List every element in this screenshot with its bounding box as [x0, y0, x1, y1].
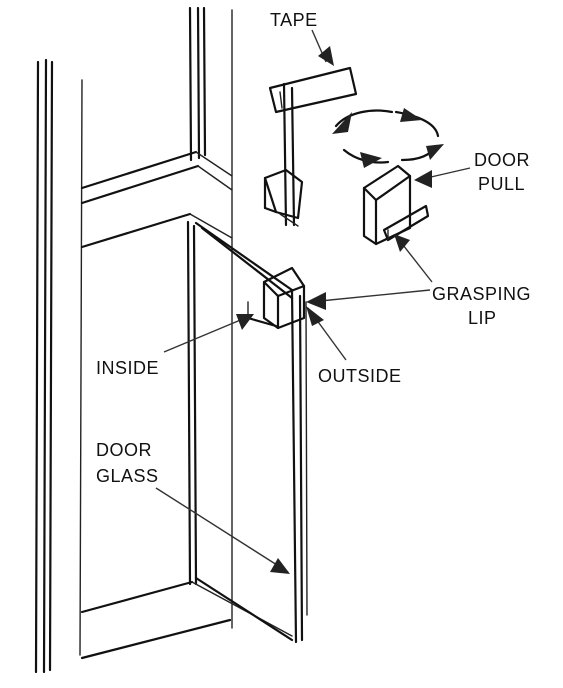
rotation-arrowhead-3	[426, 144, 444, 160]
tape-arrowhead	[318, 46, 334, 66]
rotation-arrows	[332, 108, 444, 168]
upper-pull-assembly	[263, 82, 304, 227]
inside-label: INSIDE	[96, 358, 159, 378]
grasping-lip-arrowhead-upper	[394, 234, 410, 252]
rotation-arrowhead-4	[360, 152, 382, 168]
tape-piece	[268, 66, 358, 114]
door-pull-label-line1: DOOR	[474, 150, 530, 170]
wall-post	[34, 58, 83, 674]
door-pull-label-line2: PULL	[478, 174, 525, 194]
door-pull-arrowhead	[414, 170, 432, 188]
door-panel	[194, 221, 308, 644]
rotation-arrowhead-1	[332, 112, 352, 134]
grasping-lip-arrowhead-lower	[306, 292, 326, 310]
outside-arrowhead	[306, 306, 324, 326]
inside-arrowhead	[236, 314, 254, 330]
grasping-lip-label-line1: GRASPING	[432, 284, 531, 304]
grasping-lip-label-line2: LIP	[468, 308, 497, 328]
tape-label: TAPE	[270, 10, 318, 30]
outside-label: OUTSIDE	[318, 366, 402, 386]
door-frame	[80, 6, 293, 660]
labels: TAPE DOOR PULL GRASPING LIP INSIDE OUTSI…	[96, 10, 531, 486]
door-pull-detail	[362, 164, 430, 246]
door-glass-label-line2: GLASS	[96, 466, 159, 486]
door-glass-label-line1: DOOR	[96, 440, 152, 460]
leaders	[155, 29, 471, 574]
lower-pull-on-door	[246, 266, 306, 330]
rotation-arrowhead-2	[400, 108, 422, 122]
door-glass-arrowhead	[270, 558, 290, 574]
